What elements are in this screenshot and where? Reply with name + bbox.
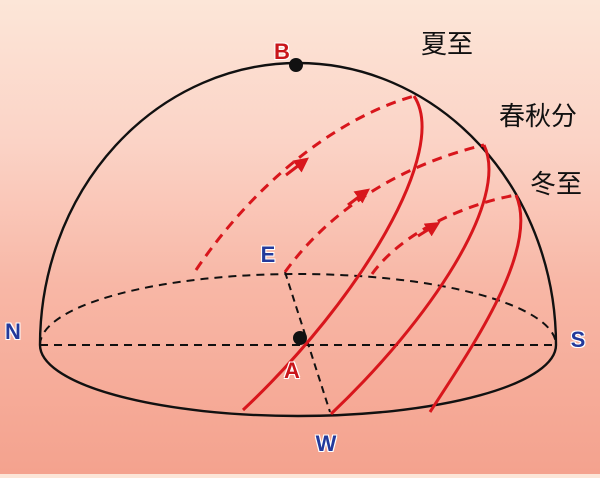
equinox-path-back: [283, 143, 485, 273]
label-n: N: [5, 319, 21, 344]
winter-solstice-arrow: [417, 222, 441, 238]
label-a: A: [284, 358, 300, 383]
equinox-arrow: [347, 188, 370, 207]
label-equinox: 春秋分: [498, 102, 578, 132]
horizon-back: [39, 273, 557, 346]
dome-outline: [38, 61, 558, 346]
observer-point: [293, 331, 307, 345]
horizon-front: [38, 344, 558, 418]
label-summer-solstice: 夏至: [420, 30, 474, 60]
label-w: W: [315, 431, 337, 456]
summer-solstice-arrow: [285, 157, 309, 177]
label-b: B: [274, 39, 290, 64]
summer-solstice-path-back: [194, 94, 415, 271]
label-s: S: [570, 327, 586, 352]
label-e: E: [260, 242, 276, 267]
winter-solstice-path-back: [370, 193, 517, 275]
summer-solstice-path-front: [241, 95, 424, 412]
label-winter-solstice: 冬至: [529, 170, 583, 200]
equinox-path-front: [329, 144, 491, 416]
zenith-point: [289, 58, 303, 72]
winter-solstice-path-front: [428, 194, 523, 413]
